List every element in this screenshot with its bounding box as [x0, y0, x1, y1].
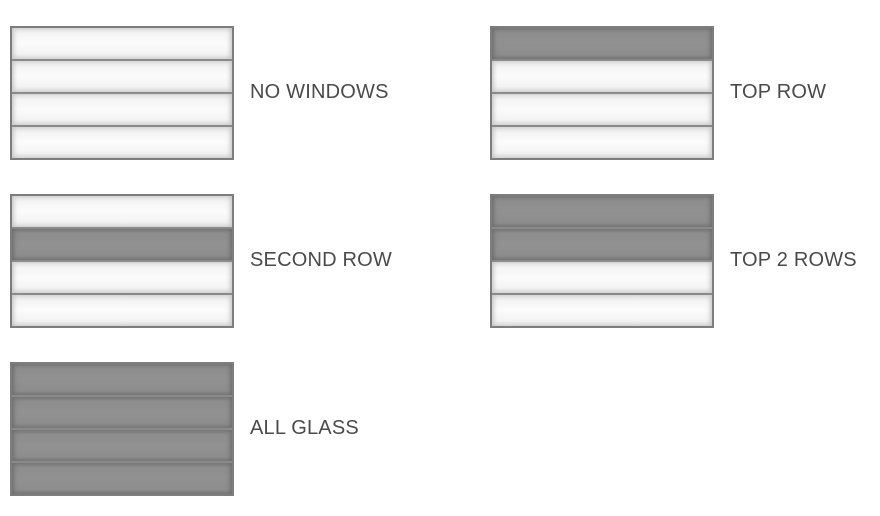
solid-panel: [12, 127, 232, 158]
solid-panel: [12, 196, 232, 229]
door-preview-second-row: [10, 194, 234, 328]
glass-panel: [12, 430, 232, 463]
solid-panel: [492, 94, 712, 127]
solid-panel: [12, 262, 232, 295]
option-label-no-windows: NO WINDOWS: [250, 81, 389, 103]
solid-panel: [492, 127, 712, 158]
glass-panel: [12, 397, 232, 430]
glass-panel: [492, 229, 712, 262]
solid-panel: [12, 94, 232, 127]
option-second-row[interactable]: SECOND ROW: [10, 194, 410, 330]
door-preview-no-windows: [10, 26, 234, 160]
option-label-top-2-rows: TOP 2 ROWS: [730, 249, 857, 271]
option-label-second-row: SECOND ROW: [250, 249, 392, 271]
solid-panel: [12, 28, 232, 61]
option-label-all-glass: ALL GLASS: [250, 417, 359, 439]
option-all-glass[interactable]: ALL GLASS: [10, 362, 410, 498]
glass-panel: [12, 463, 232, 494]
solid-panel: [12, 61, 232, 94]
option-label-top-row: TOP ROW: [730, 81, 827, 103]
solid-panel: [492, 61, 712, 94]
door-preview-top-2-rows: [490, 194, 714, 328]
option-top-row[interactable]: TOP ROW: [490, 26, 880, 162]
solid-panel: [492, 262, 712, 295]
solid-panel: [492, 295, 712, 326]
option-top-2-rows[interactable]: TOP 2 ROWS: [490, 194, 880, 330]
glass-panel: [492, 28, 712, 61]
glass-panel: [492, 196, 712, 229]
solid-panel: [12, 295, 232, 326]
door-preview-top-row: [490, 26, 714, 160]
door-preview-all-glass: [10, 362, 234, 496]
glass-panel: [12, 229, 232, 262]
option-no-windows[interactable]: NO WINDOWS: [10, 26, 410, 162]
glass-panel: [12, 364, 232, 397]
